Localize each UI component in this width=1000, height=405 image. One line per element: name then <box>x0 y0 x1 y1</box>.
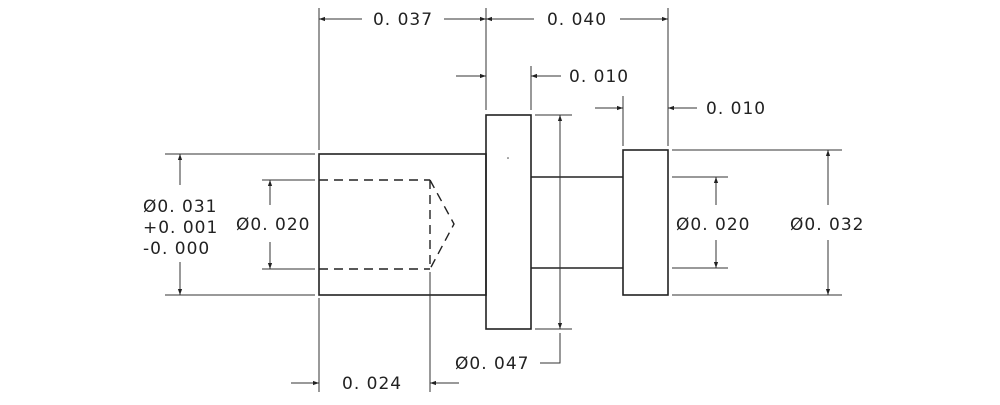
label-dia-032: Ø0. 032 <box>790 215 864 235</box>
dim-047-leader <box>540 333 561 364</box>
label-010-collar: 0. 010 <box>706 99 766 119</box>
label-040: 0. 040 <box>547 10 607 30</box>
label-024: 0. 024 <box>342 374 402 394</box>
drill-point-hidden <box>429 179 455 270</box>
label-dia-031: Ø0. 031 <box>143 197 217 217</box>
part-outline <box>318 114 669 330</box>
dimension-labels: 0. 037 0. 040 0. 010 0. 010 0. 024 Ø0. 0… <box>143 10 864 394</box>
label-037: 0. 037 <box>373 10 433 30</box>
label-010-flange: 0. 010 <box>569 67 629 87</box>
label-dia-020-right: Ø0. 020 <box>676 215 750 235</box>
label-tol-plus: +0. 001 <box>143 218 218 238</box>
large-flange <box>485 114 532 330</box>
right-collar <box>622 149 669 296</box>
label-tol-minus: -0. 000 <box>143 239 210 259</box>
label-dia-047: Ø0. 047 <box>455 354 529 374</box>
dimension-lines <box>177 16 831 386</box>
speck <box>507 157 509 159</box>
left-body <box>318 153 487 296</box>
extension-lines <box>165 8 842 392</box>
label-dia-020-left: Ø0. 020 <box>236 215 310 235</box>
